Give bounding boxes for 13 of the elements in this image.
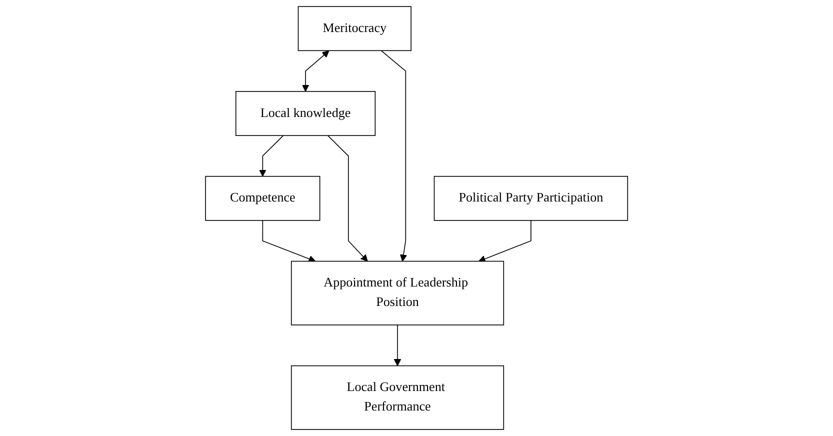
arrow — [259, 135, 284, 177]
node-box: Appointment of Leadership Position — [290, 260, 504, 326]
node-box: Local Government Performance — [290, 365, 504, 430]
node-box: Political Party Participation — [434, 176, 628, 221]
node-box: Competence — [205, 176, 320, 221]
arrow — [478, 220, 532, 262]
node-box: Meritocracy — [298, 6, 412, 52]
node-box: Local knowledge — [235, 91, 376, 136]
arrow — [394, 324, 402, 366]
arrow — [380, 50, 407, 262]
arrow — [327, 135, 368, 262]
arrow — [262, 220, 316, 262]
arrow — [302, 50, 330, 92]
